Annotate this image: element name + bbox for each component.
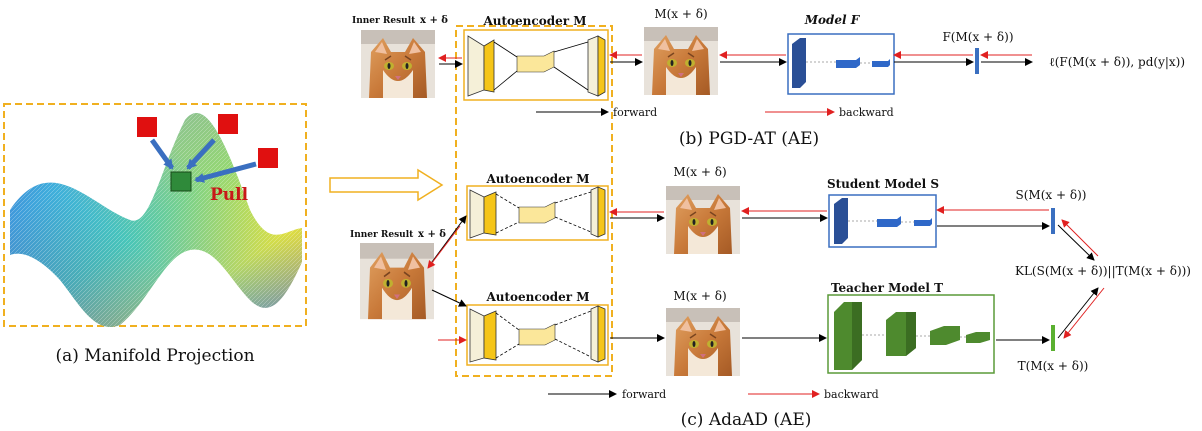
adaad-kl-backward-to-teacher [1063,287,1105,339]
pgd-legend-backward-label: backward [839,106,894,119]
pgd-model-output-label: F(M(x + δ)) [942,30,1013,44]
pull-arrow-2 [186,138,216,170]
pgd-loss-label: ℓ(F(M(x + δ)), pd(y|x)) [1049,55,1185,69]
adaad-student-output-label: S(M(x + δ)) [1016,188,1087,202]
pgd-model-shape [792,38,890,88]
pgd-model-title: Model F [804,13,861,27]
adaad-input-image [359,242,435,321]
pgd-model-output-bar [975,48,979,74]
adaad-caption: (c) AdaAD (AE) [681,410,812,430]
adversarial-point-3 [258,148,278,168]
pgd-input-image [360,29,436,99]
pull-arrow-3 [194,161,257,183]
pgd-ae-title: Autoencoder M [482,14,586,28]
adaad-teacher-output-bar [1051,325,1055,351]
adaad-legend-forward-label: forward [622,388,666,401]
adaad-backward-arrow-in-top [427,225,461,269]
adaad-legend-backward-label: backward [824,388,879,401]
adaad-student-title: Student Model S [827,177,939,191]
adaad-ae-output-label-top: M(x + δ) [673,165,726,179]
adaad-ae-shape-bottom [469,305,606,363]
adaad-teacher-title: Teacher Model T [831,281,943,295]
adaad-forward-arrow-in-top [431,215,467,263]
adaad-teacher-output-label: T(M(x + δ)) [1018,359,1089,373]
pgd-autoencoder-box [463,29,609,101]
adaad-forward-arrow-in-bottom [431,289,467,307]
adaad-student-shape [834,198,932,244]
projected-point [170,171,192,192]
adaad-ae-output-image-bottom [665,307,741,377]
adaad-ae-title-top: Autoencoder M [485,172,589,186]
adaad-kl-forward-from-student [1057,224,1095,261]
adaad-inner-result-var: x + δ [418,229,446,240]
manifold-caption: (a) Manifold Projection [55,346,254,366]
adaad-kl-forward-from-teacher [1057,287,1099,339]
adaad-ae-title-bottom: Autoencoder M [485,290,589,304]
pull-label: Pull [210,185,249,205]
pgd-ae-output-image [643,26,719,96]
pgd-caption: (b) PGD-AT (AE) [679,129,819,149]
pgd-inner-result-label: Inner Result [352,16,416,26]
autoencoder-dashed-column [455,25,613,377]
adversarial-point-1 [137,117,157,137]
pull-arrow-1 [149,138,175,170]
adaad-ae-output-label-bottom: M(x + δ) [673,289,726,303]
adaad-inner-result-label: Inner Result [350,230,414,240]
adaad-ae-box-top [466,185,609,241]
manifold-panel: Pull (a) Manifold Projection [3,103,307,366]
adversarial-point-2 [218,114,238,134]
manifold-surface [10,113,302,327]
adaad-kl-label: KL(S(M(x + δ))||T(M(x + δ))) [1015,264,1191,278]
adaad-ae-output-image-top [665,185,741,255]
adaad-ae-box-bottom [466,304,609,366]
pgd-autoencoder-shape [467,35,606,97]
adaad-teacher-shape [834,302,990,370]
pgd-ae-output-label: M(x + δ) [654,7,707,21]
adaad-panel: Inner Result x + δ Autoencoder M Autoenc… [350,165,1191,430]
pgd-legend-forward-label: forward [613,106,657,119]
adaad-ae-shape-top [469,186,606,239]
pgd-inner-result-var: x + δ [420,15,448,26]
adaad-kl-backward-to-student [1061,219,1099,257]
projection-hollow-arrow [329,168,444,202]
pgd-at-panel: Inner Result x + δ Autoencoder M M(x + δ… [352,7,1185,149]
adaad-student-output-bar [1051,208,1055,234]
